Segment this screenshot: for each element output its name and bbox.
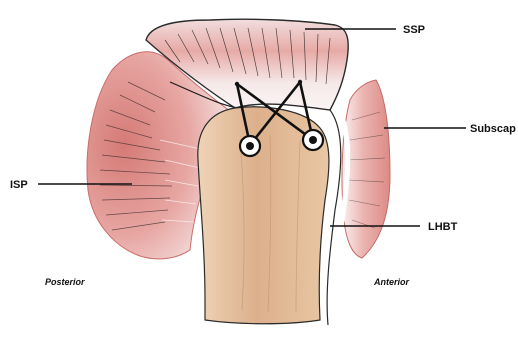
label-posterior: Posterior	[45, 277, 85, 287]
label-isp: ISP	[10, 179, 28, 191]
biceps-tendon	[327, 110, 348, 325]
label-subscap: Subscap	[470, 123, 516, 135]
label-anterior: Anterior	[373, 277, 410, 287]
suture-anchor-right	[303, 130, 323, 150]
label-ssp: SSP	[403, 24, 425, 36]
suture-anchor-left	[240, 136, 260, 156]
label-lhbt: LHBT	[428, 221, 458, 233]
